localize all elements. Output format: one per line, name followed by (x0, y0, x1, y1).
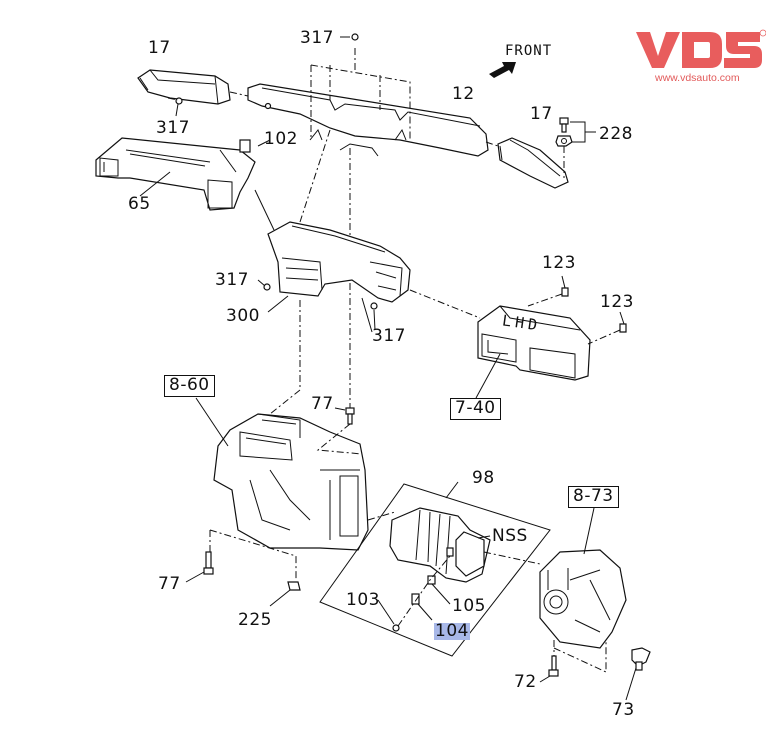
leader-317-mid-left (257, 279, 266, 287)
ref-box-8-60[interactable]: 8-60 (164, 375, 215, 397)
group-98-frame (319, 483, 551, 657)
callout-317-mid-right: 317 (372, 326, 406, 346)
callout-103: 103 (346, 590, 380, 610)
callout-317-top: 317 (300, 28, 334, 48)
leader-123-top (561, 275, 566, 289)
callout-228: 228 (599, 124, 633, 144)
leader-8-60 (195, 397, 229, 447)
part-73-connector (631, 647, 651, 671)
part-77-bolt-top (345, 407, 355, 425)
callout-65: 65 (128, 194, 151, 214)
part-300-duct (267, 221, 411, 303)
part-17-right-duct (497, 137, 569, 189)
callout-73: 73 (612, 700, 635, 720)
callout-123-right: 123 (600, 292, 634, 312)
part-17-left-duct (137, 69, 231, 105)
leader-72 (539, 675, 551, 683)
leader-72-dash (553, 640, 607, 673)
leader-77-bottom (185, 571, 205, 583)
leader-nss-to-873 (483, 551, 541, 565)
callout-77-bottom: 77 (158, 574, 181, 594)
part-77-bolt-bottom (203, 551, 214, 575)
leader-nss (477, 535, 491, 539)
callout-17-right: 17 (530, 104, 553, 124)
leader-77-top (334, 407, 346, 411)
part-65-duct (95, 137, 256, 211)
part-225-clip (287, 581, 301, 591)
part-317-screw-mid-left (263, 283, 271, 291)
leader-103-105-dash (397, 555, 451, 627)
leader-77-top-dash (316, 423, 363, 455)
callout-123-top: 123 (542, 253, 576, 273)
callout-12: 12 (452, 84, 475, 104)
part-8-60-heater-unit (213, 413, 369, 551)
callout-317-mid-left: 317 (215, 270, 249, 290)
leader-8-73 (583, 507, 595, 555)
leader-17-left-to-12 (229, 91, 249, 97)
leader-123-top-dash (527, 293, 563, 307)
ref-box-8-73[interactable]: 8-73 (568, 486, 619, 508)
callout-102: 102 (264, 129, 298, 149)
part-102-clip (239, 139, 251, 153)
brand-url: www.vdsauto.com (655, 72, 740, 84)
leader-123-right (619, 311, 625, 325)
part-317-screw-top (340, 33, 359, 41)
leader-65 (139, 171, 171, 197)
part-228-bolt-nut (555, 117, 573, 147)
leader-65-to-300 (254, 189, 275, 231)
front-arrow-icon (489, 62, 516, 78)
leader-duct-to-300 (299, 129, 351, 420)
part-12-duct (247, 83, 489, 157)
callout-98: 98 (472, 468, 495, 488)
leader-104 (417, 603, 433, 621)
leader-102 (257, 139, 271, 147)
leader-300-to-740 (409, 289, 481, 319)
leader-77-bottom-dash (209, 529, 297, 580)
leader-225 (269, 589, 291, 607)
leader-317-top-bracket (310, 48, 411, 140)
leader-228 (570, 121, 596, 143)
callout-nss: NSS (492, 526, 528, 546)
leader-7-40 (475, 353, 501, 399)
part-103-grommet (392, 624, 400, 632)
callout-317-left: 317 (156, 118, 190, 138)
part-105-clip (427, 575, 436, 585)
leader-103 (377, 599, 395, 625)
callout-72: 72 (514, 672, 537, 692)
part-7-40-lhd-duct (477, 305, 591, 381)
part-317-screw-mid-right (370, 302, 378, 310)
leader-860-to-98 (367, 511, 396, 521)
callout-225: 225 (238, 610, 272, 630)
callout-77-top: 77 (311, 394, 334, 414)
callout-104-highlighted[interactable]: 104 (434, 621, 470, 641)
ref-box-7-40[interactable]: 7-40 (450, 398, 501, 420)
part-123-screw-right (619, 323, 627, 333)
leader-300-down (249, 300, 301, 431)
part-8-73-blower (539, 549, 627, 649)
leader-317-mid-right (361, 297, 376, 333)
part-72-bolt (548, 655, 559, 677)
part-nss-boot (389, 507, 491, 583)
leader-105 (431, 583, 451, 605)
part-104-clip (411, 593, 420, 605)
callout-105: 105 (452, 596, 486, 616)
callout-300: 300 (226, 306, 260, 326)
leader-123-right-dash (587, 329, 621, 345)
callout-17-left: 17 (148, 38, 171, 58)
vds-logo (636, 29, 766, 68)
leader-98 (445, 481, 459, 499)
front-direction-label: FRONT (505, 43, 553, 59)
leader-12-to-17-right (485, 141, 499, 147)
part-317-screw-left (167, 97, 183, 117)
part-123-screw-top (561, 287, 569, 297)
registered-mark-icon (759, 29, 766, 37)
leader-73 (625, 667, 637, 701)
leader-300 (267, 295, 289, 313)
